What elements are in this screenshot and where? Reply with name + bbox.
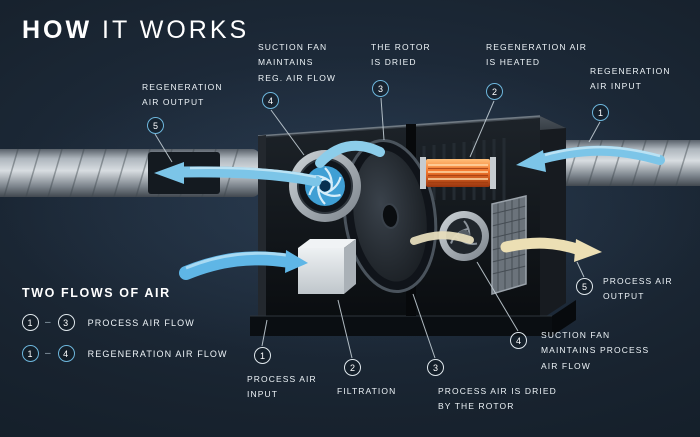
label-process-air-output: PROCESS AIR OUTPUT: [603, 276, 673, 302]
step-circle-process-3: 3: [427, 359, 444, 376]
heater: [420, 157, 496, 189]
step-circle-regen-3: 3: [372, 80, 389, 97]
step-circle-regen-5: 5: [147, 117, 164, 134]
legend-regen-label: REGENERATION AIR FLOW: [87, 348, 228, 359]
label-regeneration-air-output: REGENERATION AIR OUTPUT: [142, 82, 223, 108]
filtration-box: [298, 239, 356, 294]
legend-regen-dash: –: [45, 348, 52, 359]
step-circle-process-2: 2: [344, 359, 361, 376]
label-regeneration-air-input: REGENERATION AIR INPUT: [590, 66, 671, 92]
title-light: IT WORKS: [92, 16, 250, 44]
step-circle-regen-1: 1: [592, 104, 609, 121]
desiccant-rotor: [342, 138, 438, 294]
callout-lines: [154, 97, 601, 359]
legend-title: TWO FLOWS OF AIR: [22, 286, 171, 300]
cabinet-base: [250, 316, 552, 336]
regeneration-output-flow: [154, 162, 322, 187]
right-duct: [556, 139, 700, 187]
page-title: HOW IT WORKS: [22, 16, 249, 45]
step-circle-process-4: 4: [510, 332, 527, 349]
legend-row-process: 1 – 3 PROCESS AIR FLOW: [22, 314, 195, 331]
step-circle-regen-4: 4: [262, 92, 279, 109]
regeneration-rotor-to-fan-flow: [315, 140, 385, 168]
legend-process-to-circle: 3: [57, 314, 75, 331]
cabinet-right-face: [540, 116, 566, 320]
legend-regen-to-circle: 4: [57, 345, 75, 362]
label-process-air-input: PROCESS AIR INPUT: [247, 374, 317, 400]
legend-process-from-circle: 1: [22, 314, 39, 331]
process-input-flow: [179, 250, 308, 280]
label-rotor-is-dried: THE ROTOR IS DRIED: [371, 42, 431, 68]
process-output-flow: [500, 237, 602, 262]
legend-process-dash: –: [45, 317, 52, 328]
step-circle-regen-2: 2: [486, 83, 503, 100]
label-suction-fan-reg: SUCTION FAN MAINTAINS REG. AIR FLOW: [258, 42, 337, 83]
legend-regen-from-circle: 1: [22, 345, 39, 362]
step-circle-process-1: 1: [254, 347, 271, 364]
step-circle-process-5: 5: [576, 278, 593, 295]
label-suction-fan-process: SUCTION FAN MAINTAINS PROCESS AIR FLOW: [541, 330, 650, 371]
title-bold: HOW: [22, 16, 93, 44]
air-flows: [154, 140, 665, 280]
label-filtration: FILTRATION: [337, 386, 397, 396]
process-rotor-flow: [410, 231, 474, 245]
label-regeneration-air-heated: REGENERATION AIR IS HEATED: [486, 42, 588, 68]
legend-row-regeneration: 1 – 4 REGENERATION AIR FLOW: [22, 345, 228, 362]
regeneration-input-flow: [516, 145, 665, 172]
label-process-air-dried: PROCESS AIR IS DRIED BY THE ROTOR: [438, 386, 557, 412]
legend-process-label: PROCESS AIR FLOW: [87, 317, 195, 328]
